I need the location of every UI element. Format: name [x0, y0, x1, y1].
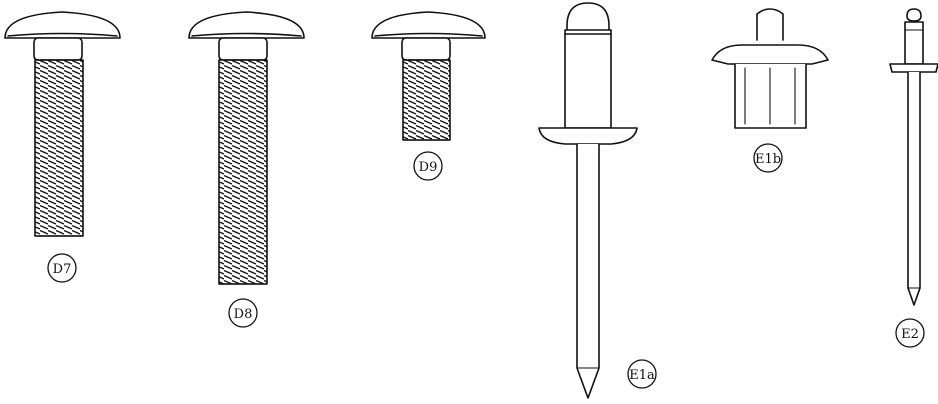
label-d9: D9: [413, 151, 443, 181]
carriage-bolt-d7: [4, 11, 121, 237]
label-e1a: E1a: [627, 359, 657, 389]
label-e1b: E1b: [753, 143, 783, 173]
svg-text:D8: D8: [234, 307, 253, 322]
blind-rivet-e2: [889, 8, 938, 306]
svg-text:E1b: E1b: [755, 152, 781, 167]
label-d7: D7: [47, 253, 77, 283]
svg-text:D7: D7: [53, 262, 72, 277]
svg-text:D9: D9: [419, 160, 438, 175]
carriage-bolt-d9: [371, 11, 486, 141]
svg-text:E2: E2: [901, 327, 919, 342]
label-e2: E2: [895, 318, 925, 348]
carriage-bolt-d8: [188, 11, 305, 285]
blind-rivet-e1a: [538, 2, 638, 399]
sealed-rivet-e1b: [711, 8, 829, 129]
label-d8: D8: [228, 298, 258, 328]
svg-text:E1a: E1a: [629, 368, 655, 383]
